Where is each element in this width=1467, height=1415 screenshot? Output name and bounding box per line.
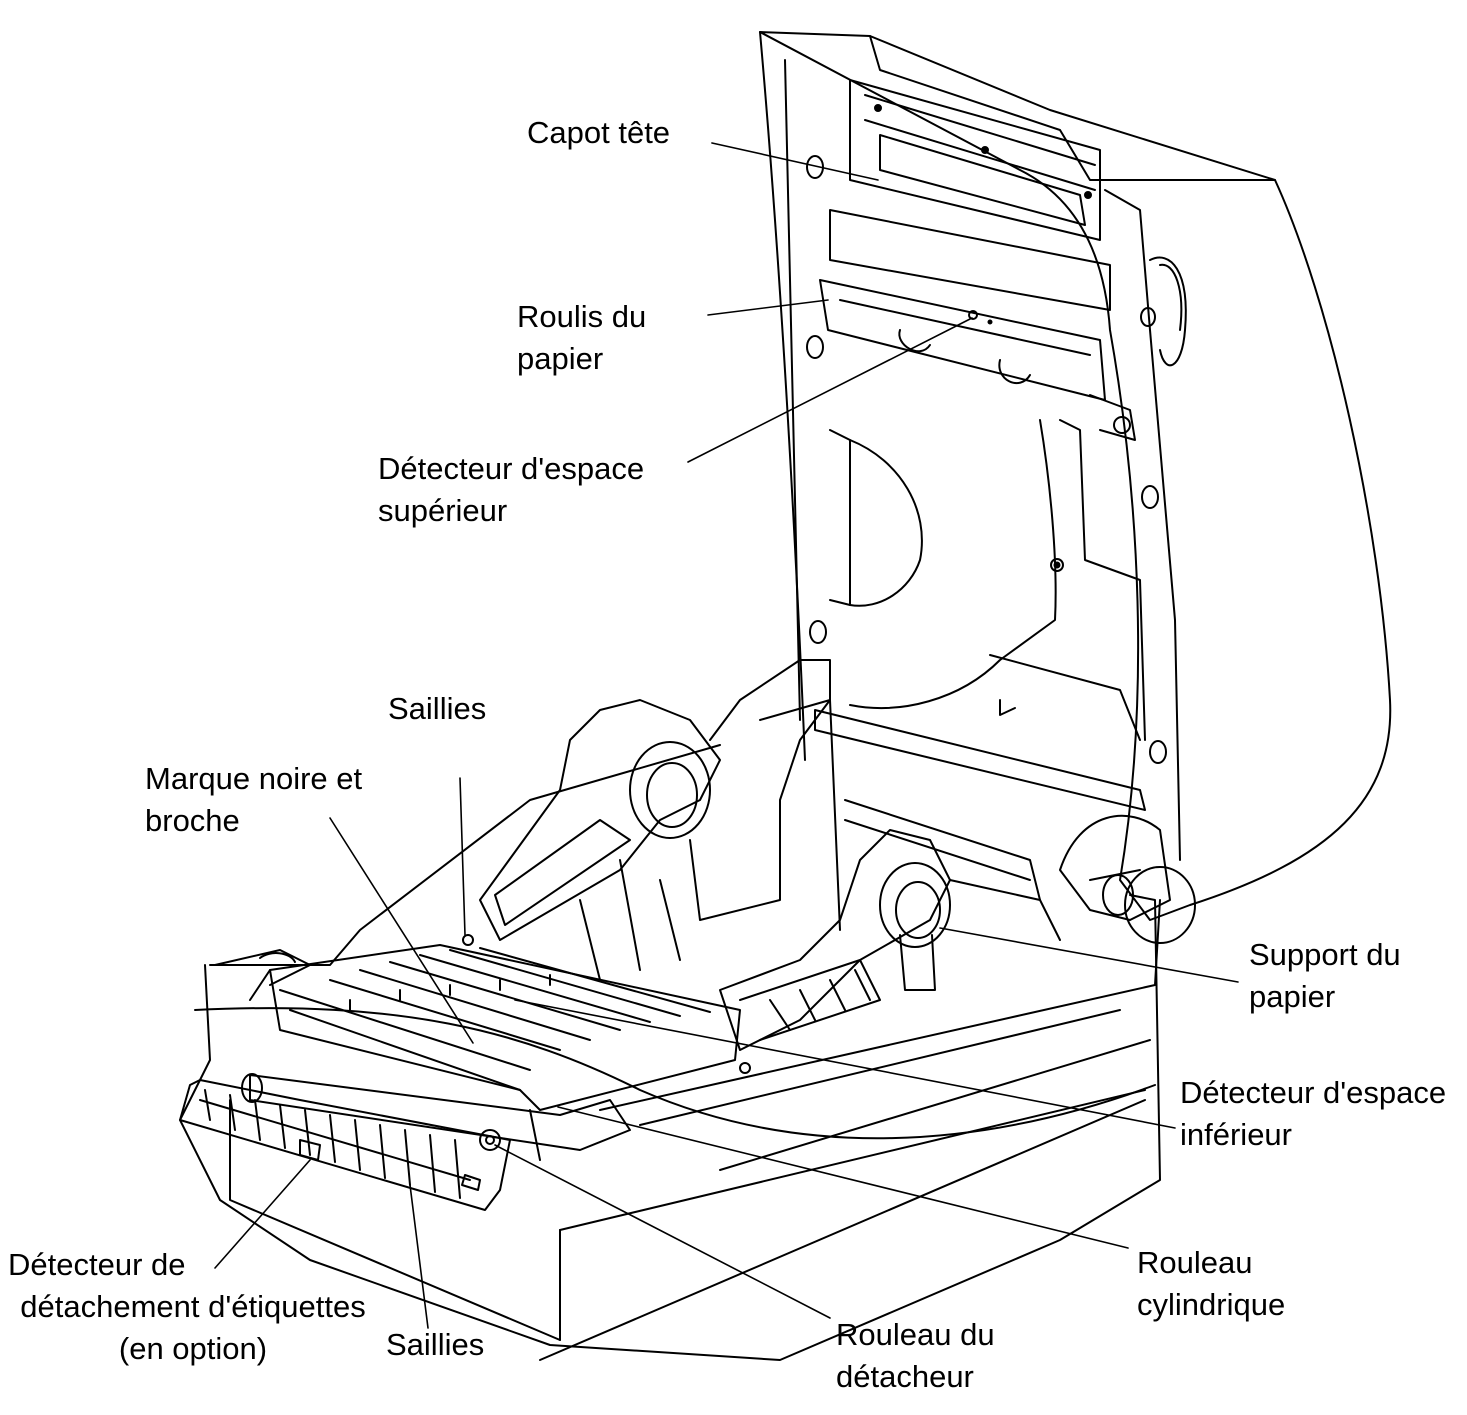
leader-rouleau-detacheur [494, 1144, 831, 1319]
label-detecteur-espace-superieur: Détecteur d'espace supérieur [378, 451, 645, 528]
label-capot-tete: Capot tête [527, 115, 671, 150]
label-rouleau-du-detacheur: Rouleau du détacheur [836, 1317, 995, 1394]
side-knob [1059, 814, 1196, 944]
leader-saillies-top [459, 777, 466, 936]
leader-roulis [707, 299, 829, 316]
platen-area [214, 934, 751, 1111]
label-marque-noire-broche: Marque noire et broche [145, 761, 363, 838]
leader-detecteur-detachement [214, 1159, 311, 1269]
leader-rouleau-cylindrique [557, 1106, 1129, 1249]
label-detecteur-detachement: Détecteur de détachement d'étiquettes (e… [8, 1247, 366, 1366]
paper-rod [814, 709, 1146, 901]
label-detecteur-espace-inferieur: Détecteur d'espace inférieur [1180, 1075, 1447, 1152]
label-roulis-du-papier: Roulis du papier [517, 299, 647, 376]
leader-saillies-bottom [409, 1184, 429, 1329]
base-body [179, 744, 1161, 1361]
leader-support-papier [939, 927, 1239, 983]
print-head-assembly [819, 79, 1136, 441]
label-saillies-bottom: Saillies [386, 1327, 485, 1362]
leader-detecteur-superieur [687, 317, 973, 463]
leader-lines [214, 142, 1239, 1329]
label-rouleau-cylindrique: Rouleau cylindrique [1137, 1245, 1286, 1322]
peel-off-unit [179, 1079, 511, 1211]
label-support-du-papier: Support du papier [1249, 937, 1401, 1014]
paper-holder-left [479, 659, 841, 981]
leader-detecteur-inferieur [514, 999, 1176, 1129]
leader-marque-noire [329, 817, 474, 1044]
leader-capot-tete [711, 142, 879, 181]
top-cover [759, 31, 1392, 921]
cover-cavity [829, 419, 1146, 741]
label-saillies-top: Saillies [388, 691, 487, 726]
